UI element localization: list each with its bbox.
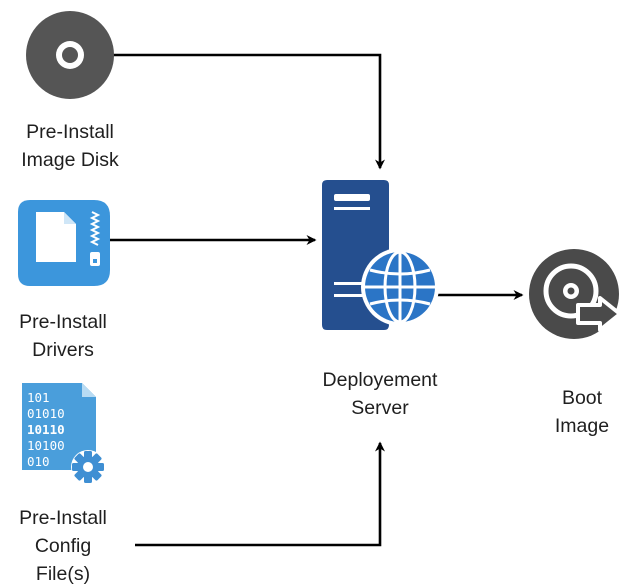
image-disk-label: Pre-Install Image Disk (21, 121, 119, 171)
disc-export-icon (529, 249, 622, 339)
svg-text:101: 101 (27, 390, 50, 405)
zip-file-icon (18, 200, 110, 286)
edge-config-to-server (135, 441, 385, 547)
boot-image-label: Boot Image (554, 387, 610, 437)
web-server-globe-icon (322, 180, 439, 330)
svg-text:010: 010 (27, 454, 50, 469)
binary-file-gear-icon: 101 01010 10110 10100 010 (22, 383, 105, 484)
svg-text:10100: 10100 (27, 438, 65, 453)
drivers-label: Pre-Install Drivers (19, 311, 107, 361)
edge-image-disk-to-server (112, 53, 385, 170)
cd-disc-icon (26, 11, 114, 99)
server-label: Deployement Server (322, 369, 438, 419)
svg-text:01010: 01010 (27, 406, 65, 421)
config-label: Pre-Install Config File(s) (19, 507, 107, 585)
svg-text:10110: 10110 (27, 422, 65, 437)
